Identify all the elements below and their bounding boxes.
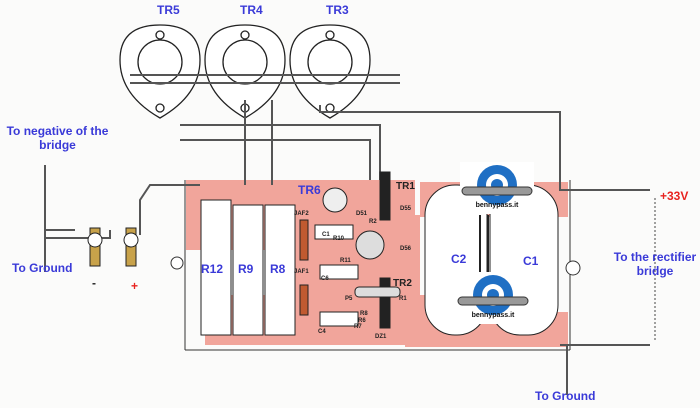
label-c1: C1 bbox=[523, 254, 539, 268]
pcb-label: R2 bbox=[369, 219, 377, 225]
svg-text:bennypass.it: bennypass.it bbox=[472, 312, 515, 319]
bennypass-logo: bennypass.it bbox=[460, 162, 534, 214]
label-tr1: TR1 bbox=[396, 181, 415, 192]
label-tr4: TR4 bbox=[240, 3, 263, 17]
label-r8: R8 bbox=[270, 262, 286, 276]
label-plus-33v: +33V bbox=[660, 189, 689, 203]
label-c2: C2 bbox=[451, 252, 467, 266]
pcb-label: C1 bbox=[322, 232, 330, 238]
power-transistors bbox=[119, 24, 371, 119]
label-to-ground-right: To Ground bbox=[535, 389, 596, 403]
label-plus: + bbox=[131, 279, 139, 293]
label-to-negative-bridge: To negative of the bridge bbox=[6, 124, 109, 152]
to3-transistor bbox=[204, 24, 286, 119]
label-tr5: TR5 bbox=[157, 3, 180, 17]
svg-text:bennypass.it: bennypass.it bbox=[476, 202, 519, 209]
label-r9: R9 bbox=[238, 262, 254, 276]
watermark-logos: bennypass.it bennypass.it bbox=[456, 162, 534, 324]
pcb-label: JAF1 bbox=[294, 269, 309, 275]
label-minus: - bbox=[92, 276, 96, 290]
label-to-rectifier-bridge: To the rectifier bridge bbox=[613, 250, 697, 278]
to3-transistor bbox=[119, 24, 201, 119]
label-r12: R12 bbox=[201, 262, 224, 276]
to3-transistor bbox=[289, 24, 371, 119]
pcb-label: R10 bbox=[333, 236, 345, 242]
pcb-label: R6 bbox=[358, 318, 366, 324]
pcb-label: C4 bbox=[318, 329, 326, 335]
pcb-label: R7 bbox=[354, 324, 362, 330]
pcb-label: R8 bbox=[360, 311, 368, 317]
bennypass-logo: bennypass.it bbox=[456, 272, 530, 324]
label-to-ground-left: To Ground bbox=[12, 261, 73, 275]
pcb-label: R1 bbox=[399, 296, 407, 302]
pcb-label: C6 bbox=[321, 276, 329, 282]
pcb-label: D51 bbox=[356, 211, 368, 217]
pcb-label: D56 bbox=[400, 246, 412, 252]
label-tr6: TR6 bbox=[298, 183, 321, 197]
wires bbox=[44, 74, 650, 395]
pcb-label: P5 bbox=[345, 296, 353, 302]
pcb-label: R11 bbox=[340, 258, 351, 264]
pcb-label: DZ1 bbox=[375, 334, 387, 340]
terminal-negative bbox=[87, 227, 103, 267]
label-tr2: TR2 bbox=[393, 278, 412, 289]
terminal-positive bbox=[123, 227, 139, 267]
pcb-label: D55 bbox=[400, 206, 412, 212]
board-outline bbox=[170, 180, 581, 351]
small-components bbox=[299, 171, 401, 329]
power-resistors bbox=[200, 199, 296, 336]
label-tr3: TR3 bbox=[326, 3, 349, 17]
pcb-label: JAF2 bbox=[294, 211, 309, 217]
